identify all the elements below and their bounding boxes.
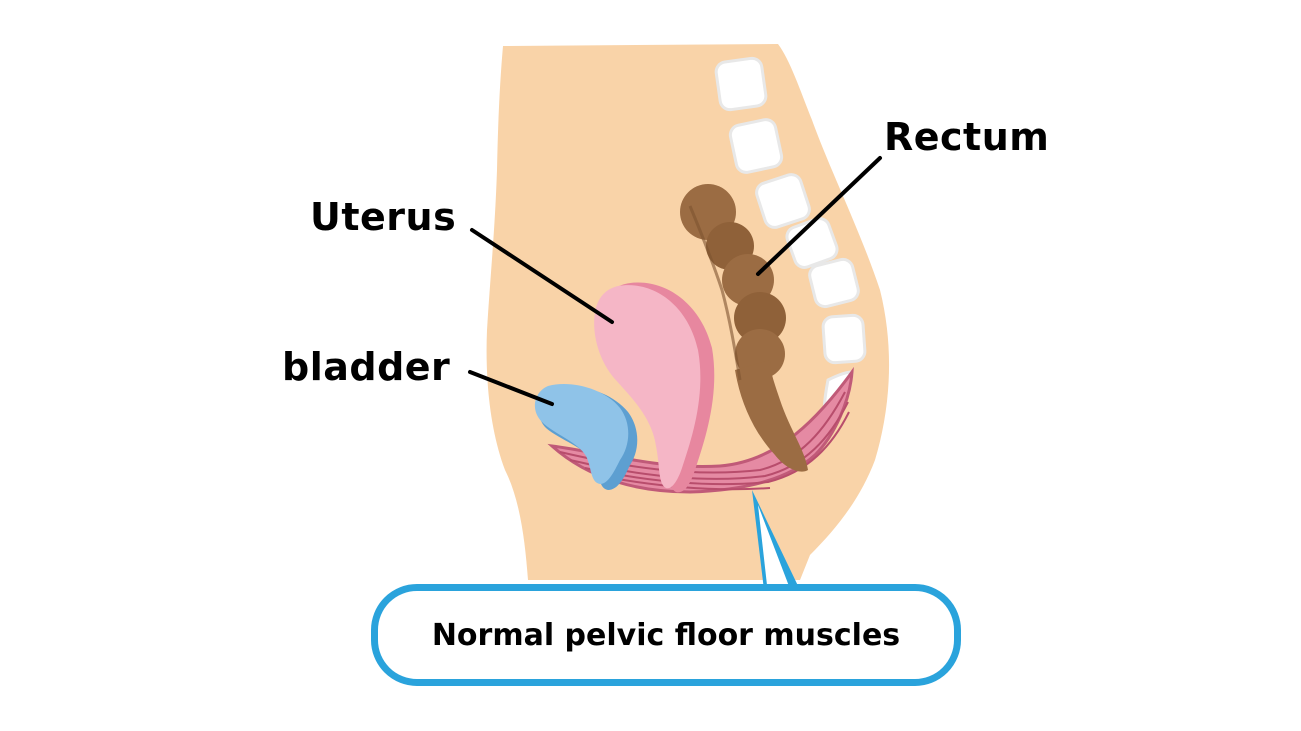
bladder-leader-line (468, 370, 554, 406)
callout-text: Normal pelvic floor muscles (431, 617, 901, 653)
vertebra (728, 118, 784, 174)
spine (714, 56, 867, 442)
vertebra (808, 257, 860, 309)
callout-box: Normal pelvic floor muscles (371, 584, 961, 686)
vertebra (821, 313, 867, 365)
bladder (534, 384, 638, 490)
callout-pointer (752, 490, 800, 590)
bladder-label: bladder (282, 345, 451, 389)
rectum-leader-line (756, 156, 882, 276)
rectum-label: Rectum (884, 115, 1050, 159)
uterus-leader-line (470, 228, 614, 324)
uterus (594, 282, 715, 493)
vertebra (714, 56, 768, 112)
callout-pointer-inner (758, 505, 792, 594)
uterus-label: Uterus (310, 195, 457, 239)
rectum (680, 184, 808, 472)
vertebra (785, 217, 839, 269)
vertebra (755, 173, 811, 229)
